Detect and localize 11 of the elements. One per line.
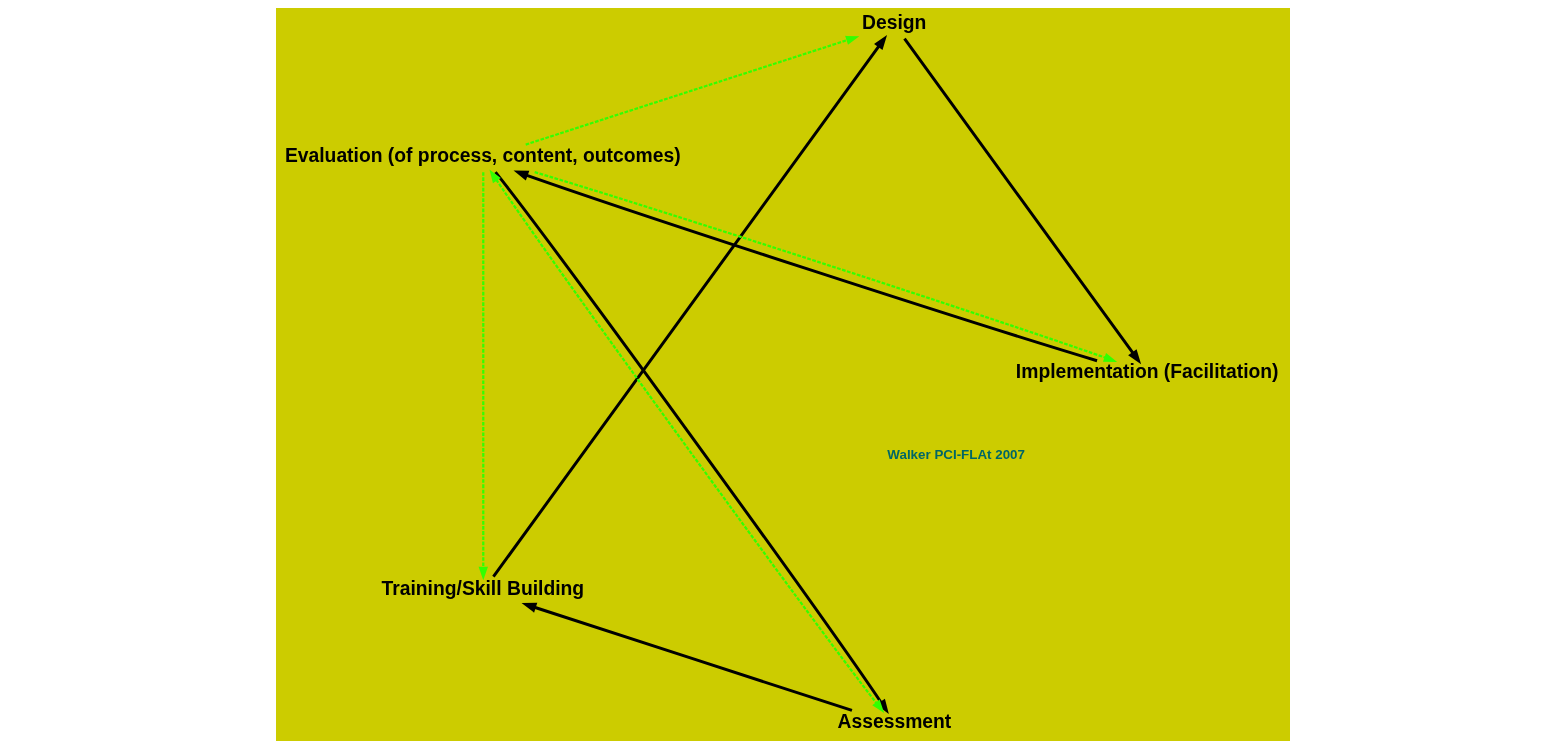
arrow (478, 172, 488, 581)
node-text: Implementation (Facilitation) (1015, 361, 1279, 383)
arrow (903, 37, 1142, 365)
arrow (492, 34, 888, 578)
node-text: Evaluation (of process, content, outcomes) (284, 145, 681, 167)
label: Walker PCI-FLAt 2007 (887, 447, 1025, 463)
arrow (521, 602, 853, 712)
arrow (525, 35, 860, 146)
node-text: Design (862, 11, 927, 33)
node-text: Training/Skill Building (381, 577, 585, 599)
node-text: Assessment (837, 711, 952, 733)
